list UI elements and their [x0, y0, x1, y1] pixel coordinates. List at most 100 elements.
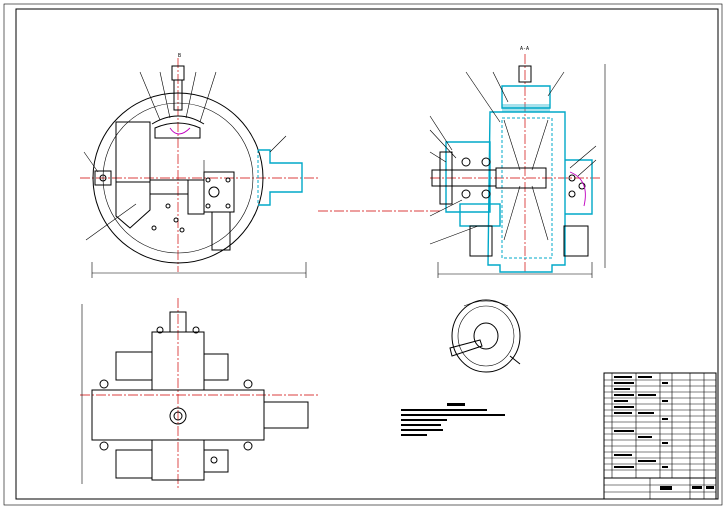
- left-pin-head: [94, 170, 112, 186]
- section-inner-cavity: [501, 117, 553, 259]
- note-line-6: [401, 434, 427, 436]
- inner-border: [15, 8, 719, 500]
- top-bolt-b: [243, 379, 253, 389]
- right-bolt-1: [568, 174, 576, 182]
- right-highlight-arc: [569, 171, 586, 207]
- bolt-8: [179, 227, 185, 233]
- technical-notes: [401, 403, 505, 436]
- sec-leader-9: [569, 145, 597, 169]
- right-bolt-2: [578, 182, 586, 190]
- bearing-bottom-left: [461, 189, 471, 199]
- middle-arm: [187, 179, 205, 215]
- top-right-foot: [203, 449, 229, 473]
- outer-border: [3, 3, 723, 506]
- bearing-bottom-right: [481, 189, 491, 199]
- sec-leader-4: [429, 115, 453, 151]
- note-line-2: [401, 414, 505, 416]
- pulley-top-rim: [463, 300, 509, 307]
- top-bolt-f: [192, 326, 200, 334]
- top-bolt-a: [99, 379, 109, 389]
- section-left-flange: [445, 141, 491, 213]
- left-block: [115, 121, 151, 183]
- leader-7: [269, 135, 287, 153]
- sec-leader-7: [429, 199, 463, 217]
- bolt-5: [165, 203, 171, 209]
- section-left-support: [469, 225, 493, 257]
- notes-title-bar: [447, 403, 465, 406]
- leader-2: [159, 71, 171, 119]
- section-top-bolt: [518, 65, 532, 83]
- top-bolt-stub: [169, 311, 187, 333]
- inner-rib-2: [531, 119, 549, 171]
- top-bolt-d: [243, 441, 253, 451]
- note-line-1: [401, 409, 487, 411]
- top-bolt-e: [156, 326, 164, 334]
- bearing-top-right: [481, 157, 491, 167]
- top-cap-fill: [502, 104, 550, 112]
- view-label-b: B: [178, 53, 181, 59]
- top-bolt-g: [210, 456, 218, 464]
- leader-1: [139, 71, 161, 121]
- sec-leader-6: [429, 151, 447, 163]
- section-left-foot: [459, 203, 501, 227]
- bolt-2: [225, 177, 231, 183]
- drawing-title-mark: [660, 486, 672, 490]
- view-label-a: A-A: [520, 46, 529, 52]
- pulley-arm: [509, 355, 521, 365]
- bolt-1: [205, 177, 211, 183]
- inner-rib-3: [503, 185, 521, 241]
- top-bolt-shank: [173, 79, 183, 111]
- left-pin-hole: [99, 174, 107, 182]
- sec-leader-1: [465, 71, 501, 123]
- housing-inner-circle: [102, 102, 254, 254]
- note-line-3: [401, 419, 447, 421]
- center-hole: [208, 186, 220, 198]
- sec-leader-3: [547, 71, 565, 97]
- leader-6: [85, 203, 137, 241]
- section-shaft-collar: [439, 151, 453, 205]
- bolt-4: [225, 203, 231, 209]
- top-view: [80, 298, 318, 490]
- side-outlet-section: [258, 149, 303, 206]
- top-insert: [154, 122, 201, 139]
- middle-slider: [149, 179, 189, 195]
- note-line-5: [401, 429, 443, 431]
- bolt-7: [151, 225, 157, 231]
- leader-4: [199, 71, 217, 123]
- section-inner-shaft: [495, 167, 547, 189]
- pulley-hub: [473, 322, 499, 350]
- top-center-hole: [173, 411, 183, 421]
- leader-5: [83, 151, 99, 173]
- top-left-block: [115, 351, 153, 381]
- right-bolt-3: [568, 190, 576, 198]
- pulley-inner: [457, 305, 515, 367]
- pulley-outer: [451, 299, 521, 373]
- inner-rib-1: [503, 119, 521, 171]
- sec-leader-5: [429, 129, 457, 159]
- section-right-flange: [565, 159, 593, 215]
- bolt-6: [173, 217, 179, 223]
- section-main-body: [487, 111, 566, 273]
- section-right-support: [563, 225, 589, 257]
- section-top-cap: [501, 85, 551, 109]
- sec-leader-8: [429, 225, 479, 245]
- section-view: [429, 54, 606, 278]
- front-view: [80, 58, 440, 278]
- bearing-top-left: [461, 157, 471, 167]
- right-clamp-foot: [211, 211, 231, 251]
- top-bolt-c: [99, 441, 109, 451]
- note-line-4: [401, 424, 441, 426]
- bolt-3: [205, 203, 211, 209]
- inner-rib-4: [531, 185, 549, 241]
- left-wedge: [115, 181, 151, 229]
- leader-3: [185, 71, 197, 119]
- sec-leader-2: [492, 71, 509, 103]
- sec-leader-10: [577, 159, 597, 177]
- top-center-nut: [169, 407, 187, 425]
- pulley-shaft: [449, 339, 483, 357]
- top-highlight-arc: [169, 127, 191, 135]
- housing-outer-circle: [92, 92, 264, 264]
- top-right-block: [203, 353, 229, 381]
